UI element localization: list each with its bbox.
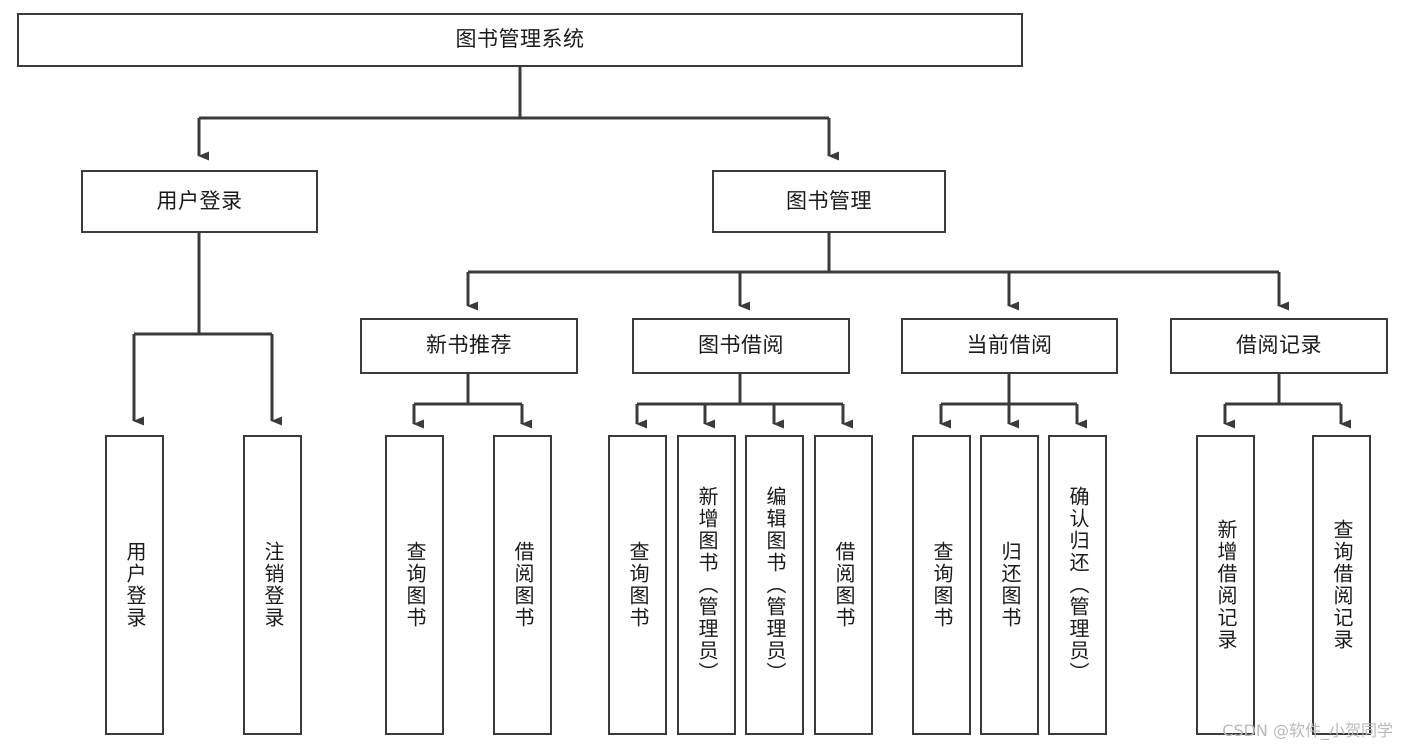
node-label: 用户登录 [123,541,147,629]
node-label: 借阅图书 [511,541,535,629]
node-label: 用户登录 [156,188,243,213]
leaf-newbook-borrow-books[interactable]: 借阅图书 [493,435,552,735]
edges-newbook-to-leaves [412,374,532,429]
node-label: 查询借阅记录 [1330,519,1354,651]
node-label: 查询图书 [403,541,427,629]
node-label: 编辑图书（管理员） [763,486,787,684]
leaf-current-confirm-return-admin[interactable]: 确认归还（管理员） [1048,435,1107,735]
node-label: 归还图书 [998,541,1022,629]
node-label: 图书借阅 [698,333,784,358]
edges-bookmgmt-to-level2 [466,233,1289,311]
node-label: 新增借阅记录 [1214,519,1238,651]
edges-current-to-leaves [939,374,1087,429]
edges-borrow-to-leaves [635,374,853,429]
node-label: 确认归还（管理员） [1066,486,1090,684]
node-label: 注销登录 [261,541,285,629]
node-label: 当前借阅 [966,333,1053,358]
leaf-records-query-record[interactable]: 查询借阅记录 [1312,435,1371,735]
leaf-current-query-books[interactable]: 查询图书 [912,435,971,735]
node-borrow-records[interactable]: 借阅记录 [1170,318,1388,374]
node-root-book-management-system[interactable]: 图书管理系统 [17,13,1023,67]
node-current-borrow[interactable]: 当前借阅 [901,318,1118,374]
node-label: 借阅记录 [1236,333,1322,358]
node-label: 新增图书（管理员） [695,486,719,684]
edges-root-to-level1 [197,67,839,161]
leaf-user-login[interactable]: 用户登录 [105,435,164,735]
node-label: 图书管理系统 [455,27,585,52]
node-label: 图书管理 [786,188,872,213]
edges-userlogin-to-leaves [132,233,282,426]
leaf-borrow-borrow-books[interactable]: 借阅图书 [814,435,873,735]
leaf-current-return-books[interactable]: 归还图书 [980,435,1039,735]
leaf-borrow-add-book-admin[interactable]: 新增图书（管理员） [677,435,736,735]
leaf-borrow-query-books[interactable]: 查询图书 [608,435,667,735]
leaf-borrow-edit-book-admin[interactable]: 编辑图书（管理员） [745,435,804,735]
leaf-records-add-record[interactable]: 新增借阅记录 [1196,435,1255,735]
node-book-borrow[interactable]: 图书借阅 [632,318,850,374]
node-label: 借阅图书 [832,541,856,629]
node-label: 新书推荐 [426,333,512,358]
node-label: 查询图书 [626,541,650,629]
node-label: 查询图书 [930,541,954,629]
node-book-management[interactable]: 图书管理 [712,170,946,233]
leaf-logout[interactable]: 注销登录 [243,435,302,735]
edges-records-to-leaves [1223,374,1351,429]
node-user-login[interactable]: 用户登录 [81,170,318,233]
node-new-book-recommend[interactable]: 新书推荐 [360,318,578,374]
leaf-newbook-query-books[interactable]: 查询图书 [385,435,444,735]
